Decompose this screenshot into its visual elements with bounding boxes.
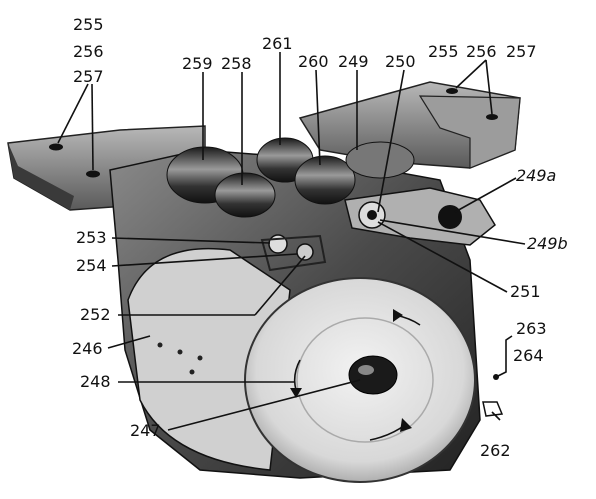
hub-highlight (358, 365, 374, 375)
roller-258 (214, 172, 276, 218)
roller-assembly (166, 137, 415, 218)
left-plate-edge (8, 143, 74, 210)
label-249a: 249a (516, 166, 556, 185)
left-plate-hole-a (49, 143, 63, 151)
lever-pivot-a (438, 205, 462, 229)
label-261: 261 (262, 34, 293, 53)
label-250: 250 (385, 52, 416, 71)
left-plate-hole-b (86, 170, 100, 178)
bracket-252 (260, 234, 327, 272)
label-256-right: 256 (466, 42, 497, 61)
mechanism-illustration (7, 81, 521, 483)
right-plate-hole-b (486, 114, 498, 120)
leader-lines (57, 52, 526, 431)
label-254: 254 (76, 256, 107, 275)
rivet-c (197, 355, 203, 361)
label-256-left: 256 (73, 42, 104, 61)
label-249: 249 (338, 52, 369, 71)
label-258: 258 (221, 54, 252, 73)
label-255-left: 255 (73, 15, 104, 34)
label-263: 263 (516, 319, 547, 338)
reference-labels: 255 256 257 259 258 261 260 249 250 255 … (72, 15, 568, 460)
pin-263 (493, 374, 499, 380)
side-drum-246 (127, 247, 291, 471)
lever-arm (344, 187, 496, 246)
right-plate-block (418, 95, 521, 169)
label-259: 259 (182, 54, 213, 73)
label-251: 251 (510, 282, 541, 301)
label-260: 260 (298, 52, 329, 71)
lever-pivot-b-core (367, 210, 377, 220)
rotation-arrow-left (293, 359, 301, 391)
rivet-a (157, 342, 163, 348)
label-255-right: 255 (428, 42, 459, 61)
label-247: 247 (130, 421, 161, 440)
screw-254 (296, 243, 314, 261)
rotation-arrow-bottom-head (400, 418, 412, 432)
label-257-right: 257 (506, 42, 537, 61)
label-252: 252 (80, 305, 111, 324)
label-264: 264 (513, 346, 544, 365)
tab-262 (482, 401, 504, 417)
disc-inner-ring (296, 317, 434, 443)
label-262: 262 (480, 441, 511, 460)
label-246: 246 (72, 339, 103, 358)
label-253: 253 (76, 228, 107, 247)
roller-260 (294, 155, 356, 205)
label-248: 248 (80, 372, 111, 391)
shaft-249 (345, 141, 415, 179)
rivet-d (189, 369, 195, 375)
rotation-arrow-left-head (290, 388, 302, 398)
label-249b: 249b (527, 234, 568, 253)
rivet-b (177, 349, 183, 355)
rotation-arrow-top-head (393, 309, 403, 322)
label-257-left: 257 (73, 67, 104, 86)
hub-247 (348, 355, 398, 395)
right-plate-hole-a (446, 88, 458, 94)
